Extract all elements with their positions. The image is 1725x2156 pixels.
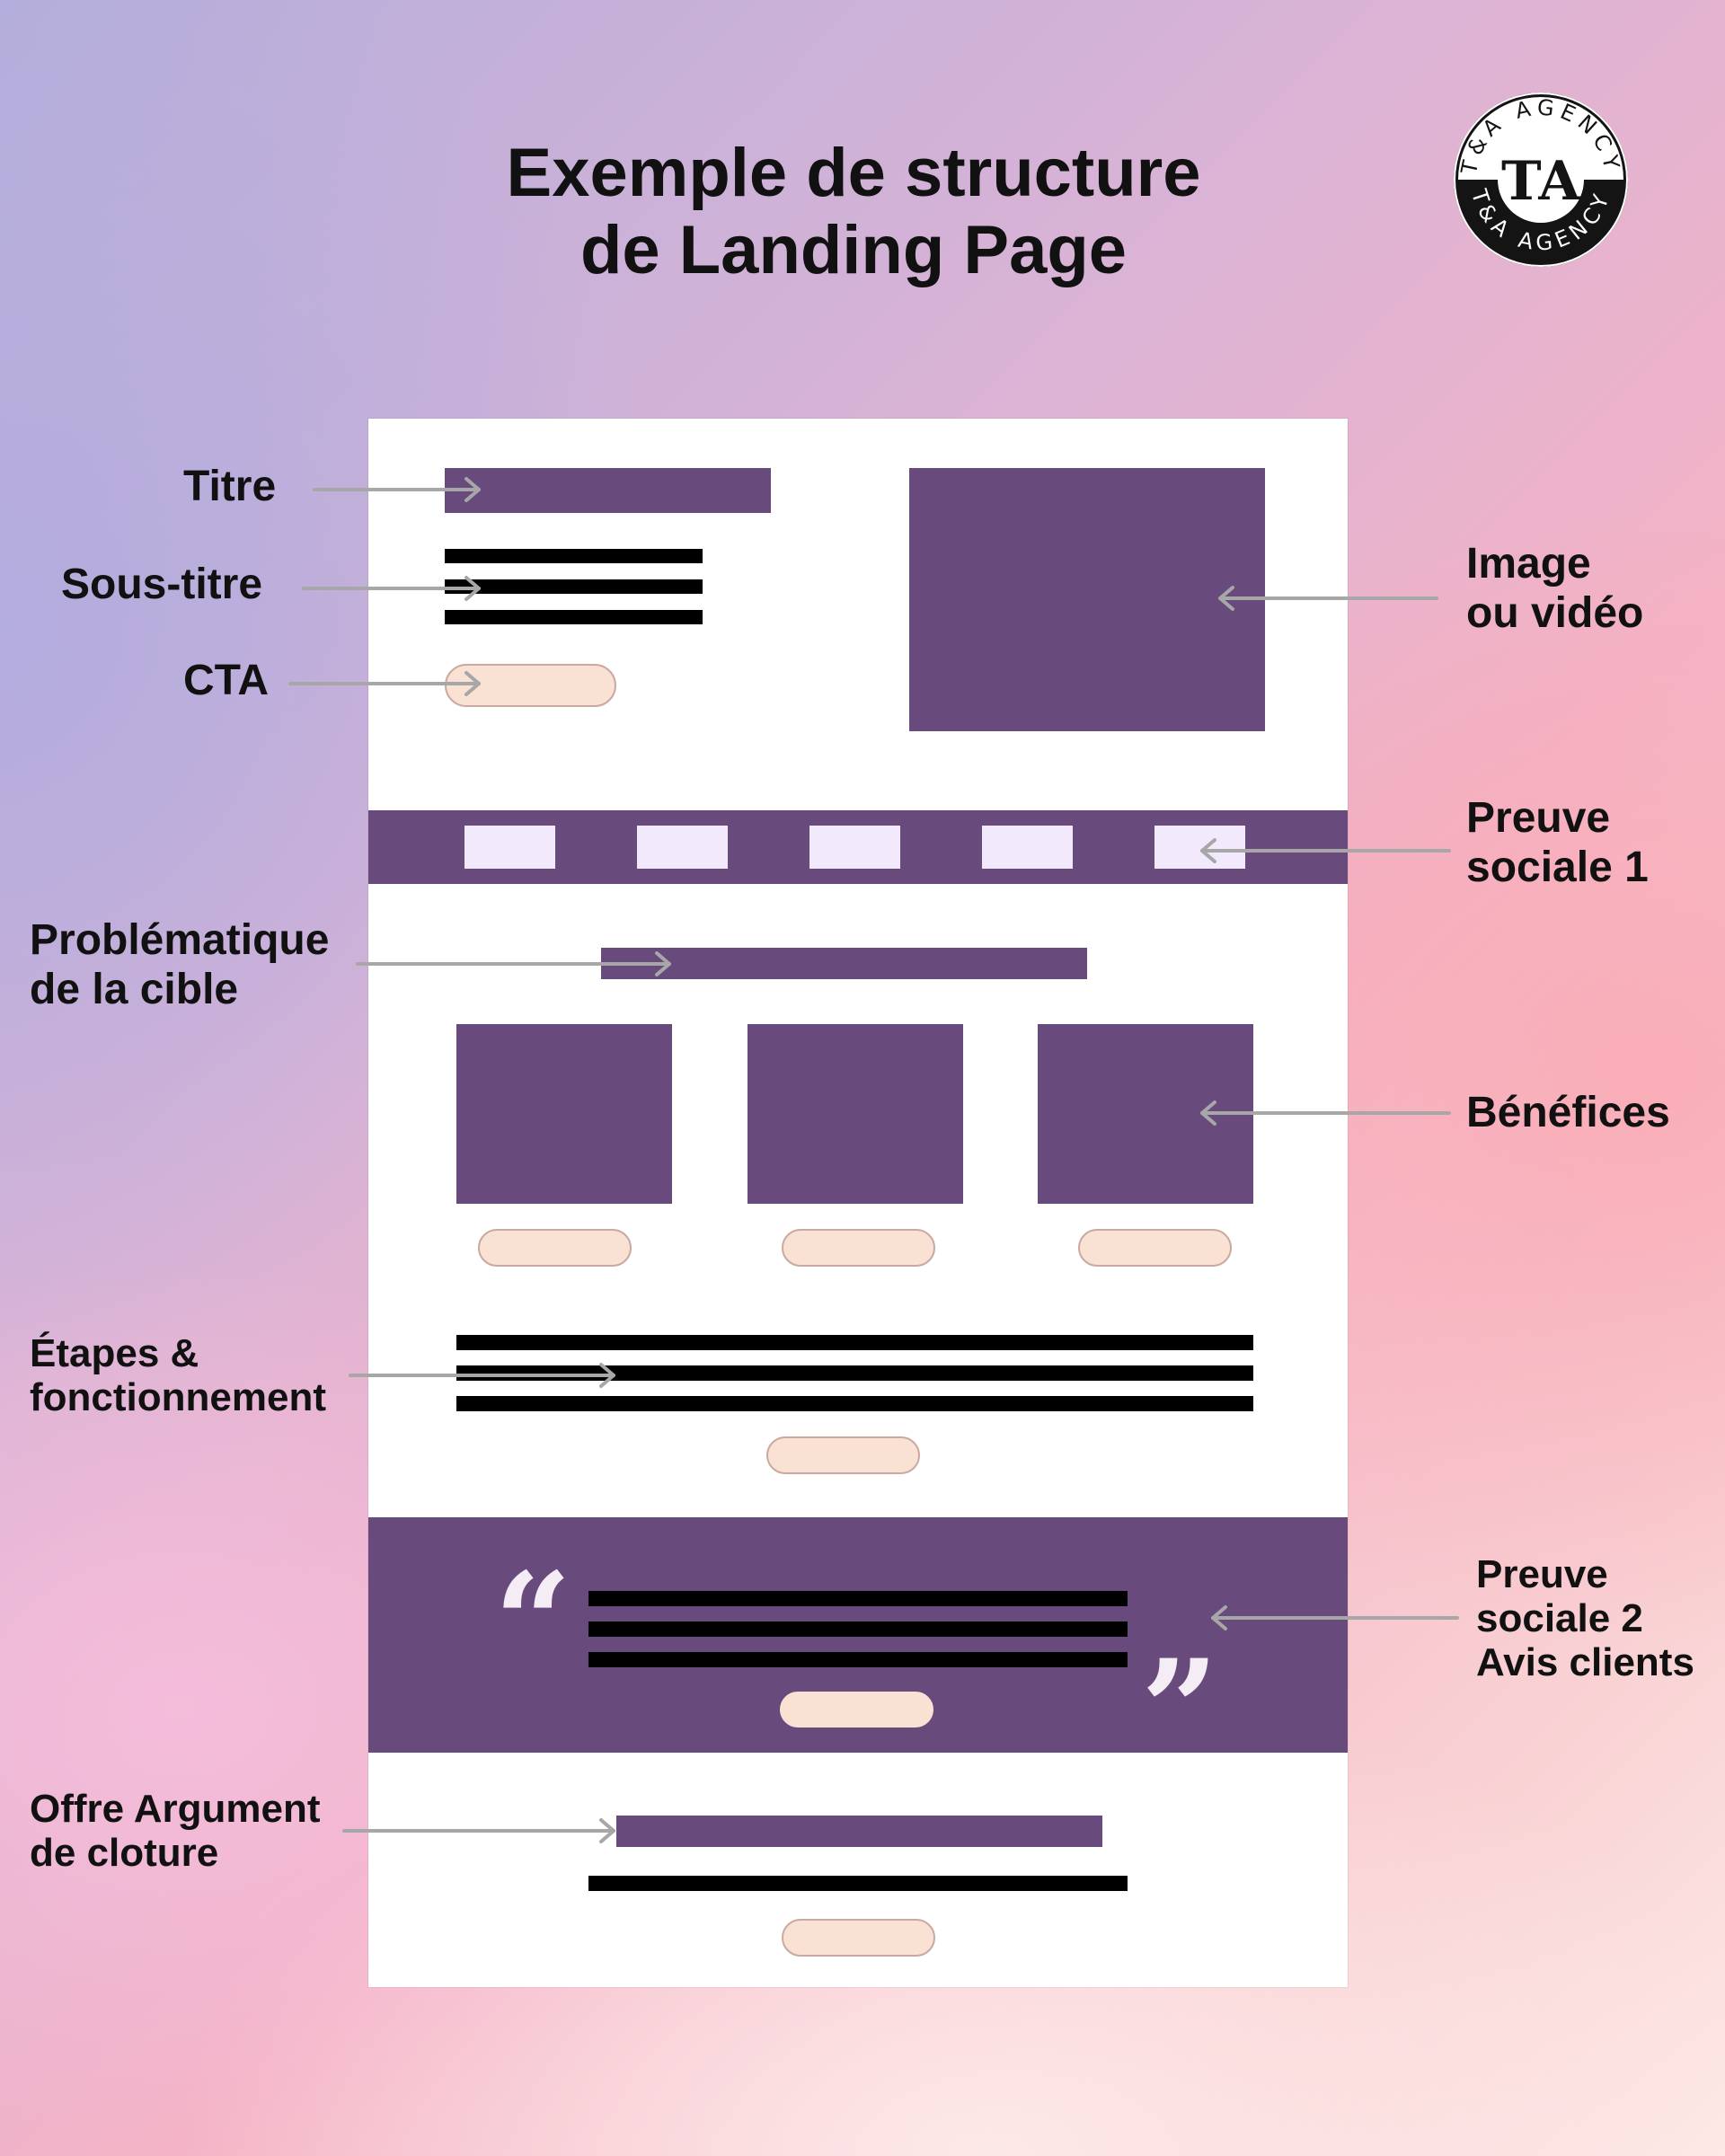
arrow-cta (288, 671, 481, 696)
subtitle-line-2 (445, 579, 703, 594)
offer-text-line (588, 1876, 1128, 1891)
arrow-preuve-sociale-2 (1211, 1605, 1459, 1630)
proof-logo-3 (809, 826, 900, 869)
proof-logo-2 (637, 826, 728, 869)
arrow-preuve-sociale-1 (1200, 838, 1451, 863)
label-cta: CTA (183, 657, 270, 704)
testimonial-line-3 (588, 1652, 1128, 1667)
steps-line-2 (456, 1365, 1253, 1381)
label-preuve-sociale-2: Preuve sociale 2 Avis clients (1476, 1552, 1694, 1684)
testimonial-line-2 (588, 1621, 1128, 1637)
arrow-titre (313, 477, 481, 502)
subtitle-line-1 (445, 549, 703, 563)
close-quote-icon: ” (1141, 1630, 1219, 1789)
label-offre: Offre Argument de cloture (30, 1787, 321, 1875)
hero-title-block (445, 468, 771, 513)
benefit-button-1 (478, 1229, 632, 1267)
testimonial-line-1 (588, 1591, 1128, 1606)
steps-line-1 (456, 1335, 1253, 1350)
subtitle-line-3 (445, 610, 703, 624)
steps-cta-button (766, 1436, 920, 1474)
label-benefices: Bénéfices (1466, 1089, 1670, 1136)
problem-heading-block (601, 948, 1087, 979)
hero-image-block (909, 468, 1265, 731)
diagram-title: Exemple de structure de Landing Page (359, 135, 1348, 289)
arrow-image (1218, 586, 1438, 611)
steps-line-3 (456, 1396, 1253, 1411)
benefit-card-1 (456, 1024, 672, 1204)
arrow-etapes (349, 1363, 615, 1388)
proof-logo-1 (464, 826, 555, 869)
label-problematique: Problématique de la cible (30, 916, 330, 1013)
offer-cta-button (782, 1919, 935, 1957)
label-etapes: Étapes & fonctionnement (30, 1331, 326, 1419)
testimonial-cta-button (780, 1692, 933, 1727)
benefit-button-3 (1078, 1229, 1232, 1267)
arrow-offre (342, 1818, 615, 1843)
open-quote-icon: “ (494, 1543, 572, 1701)
offer-heading-block (616, 1816, 1102, 1847)
agency-logo: T&A AGENCY T&A AGENCY TA (1454, 93, 1628, 267)
logo-monogram: TA (1501, 150, 1581, 213)
landing-page-wireframe: “ ” (368, 419, 1348, 1987)
benefit-card-2 (748, 1024, 963, 1204)
label-preuve-sociale-1: Preuve sociale 1 (1466, 794, 1649, 891)
proof-logo-5 (1154, 826, 1245, 869)
title-line-1: Exemple de structure (506, 135, 1201, 211)
benefit-button-2 (782, 1229, 935, 1267)
label-titre: Titre (183, 463, 277, 510)
arrow-benefices (1200, 1100, 1451, 1126)
label-sous-titre: Sous-titre (61, 561, 263, 608)
title-line-2: de Landing Page (579, 212, 1128, 288)
proof-logo-4 (982, 826, 1073, 869)
arrow-sous-titre (302, 576, 481, 601)
label-image-video: Image ou vidéo (1466, 540, 1644, 637)
arrow-problematique (356, 951, 671, 976)
